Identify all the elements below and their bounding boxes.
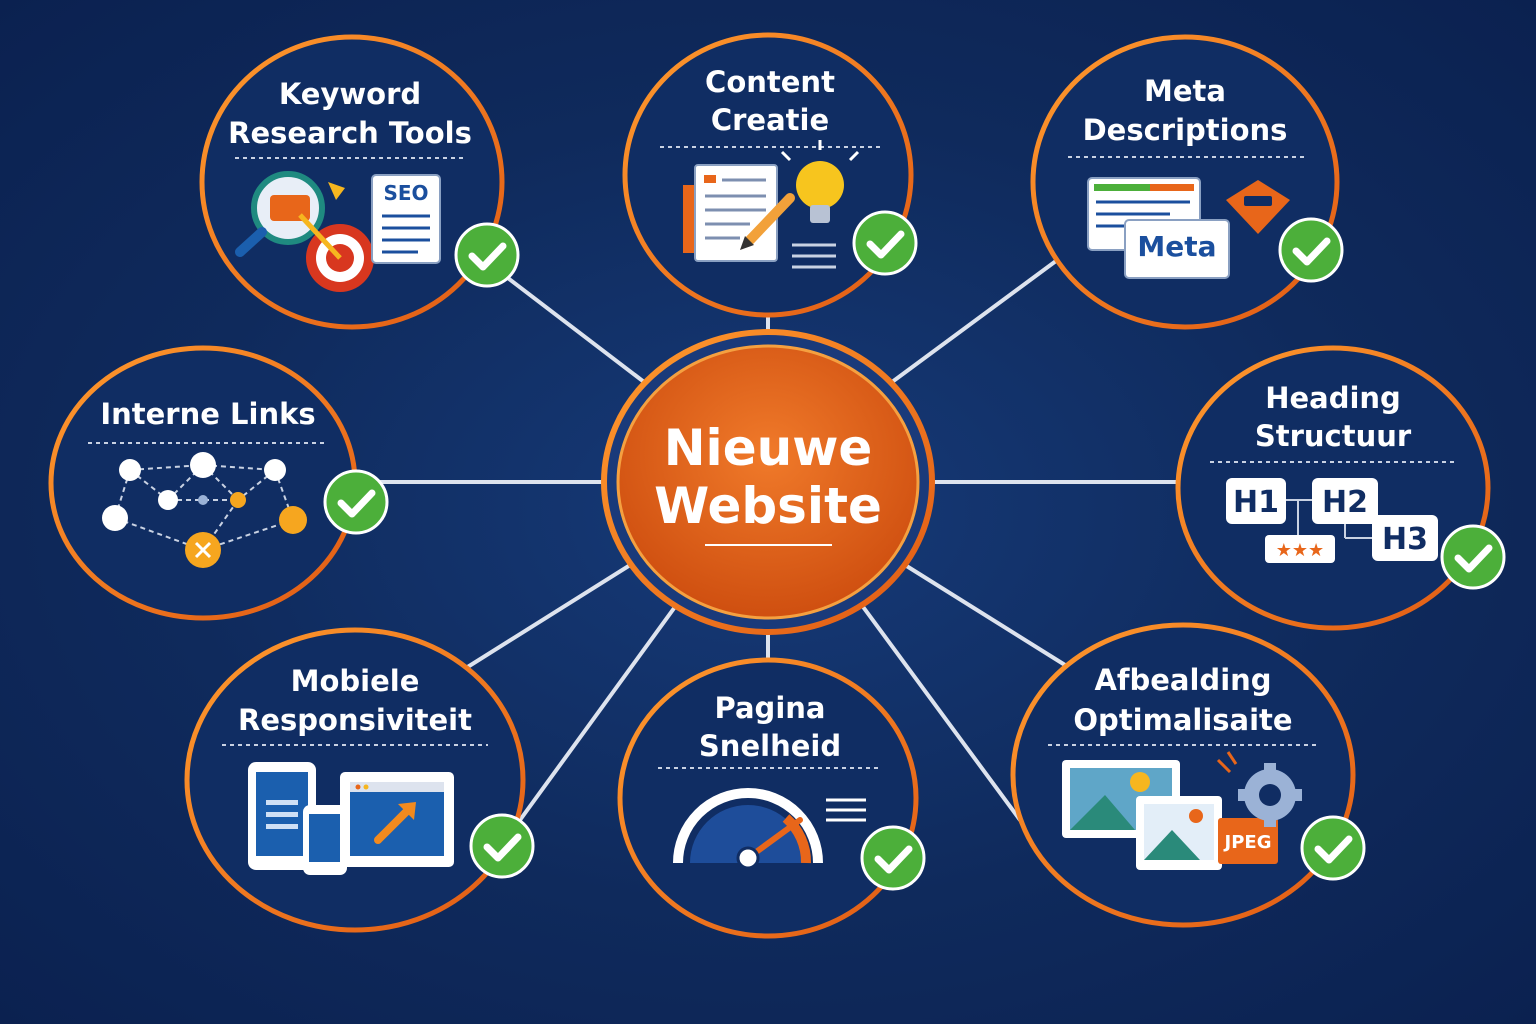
h2-label: H2 — [1322, 485, 1368, 520]
check-icon — [852, 210, 918, 276]
jpeg-badge-icon: JPEG — [1218, 818, 1278, 864]
tag-icon — [1226, 180, 1290, 234]
node-title: Structuur — [1255, 419, 1412, 453]
node-title: Descriptions — [1083, 113, 1288, 147]
phone-icon — [303, 805, 347, 875]
node-title: Afbealding — [1094, 663, 1271, 697]
connector-mobile-2 — [518, 598, 682, 822]
stars-label: ★★★ — [1276, 540, 1324, 561]
check-icon — [1440, 524, 1506, 590]
node-title: Research Tools — [228, 116, 472, 150]
connector-meta — [886, 256, 1062, 387]
check-icon — [454, 222, 520, 288]
node-title: Creatie — [711, 103, 829, 137]
node-mobiele-responsiviteit: Mobiele Responsiviteit — [184, 627, 535, 933]
node-meta-descriptions: Meta Descriptions Meta — [1030, 34, 1344, 330]
check-icon — [323, 469, 389, 535]
node-content-creatie: Content Creatie — [622, 32, 918, 318]
document-icon: SEO — [371, 174, 441, 264]
heading-icon: H1 H2 H3 ★★★ — [1226, 478, 1438, 563]
image-icon — [1136, 796, 1222, 870]
lightbulb-icon — [780, 140, 860, 269]
connector-image — [903, 563, 1067, 667]
node-title: Interne Links — [100, 397, 315, 431]
connector-image-2 — [856, 598, 1022, 822]
node-keyword-research: Keyword Research Tools SEO — [199, 34, 520, 330]
center-title-line2: Website — [654, 477, 882, 535]
node-title: Pagina — [715, 691, 826, 725]
jpeg-label: JPEG — [1223, 832, 1272, 853]
h3-label: H3 — [1382, 522, 1428, 557]
seo-badge: SEO — [383, 181, 428, 205]
node-title: Meta — [1144, 74, 1226, 108]
node-title: Content — [705, 65, 835, 99]
connector-mobile — [464, 560, 637, 670]
node-heading-structuur: Heading Structuur H1 H2 H3 ★★★ — [1175, 345, 1506, 631]
h1-label: H1 — [1233, 485, 1279, 520]
node-interne-links: Interne Links — [48, 345, 389, 621]
node-title: Heading — [1265, 381, 1401, 415]
check-icon — [1278, 217, 1344, 283]
meta-badge: Meta — [1137, 230, 1216, 263]
node-title: Snelheid — [699, 729, 841, 763]
pencil-icon — [740, 193, 795, 250]
tablet-icon — [248, 762, 316, 870]
connector-keyword — [498, 270, 650, 387]
node-title: Mobiele — [291, 664, 420, 698]
connectors — [348, 256, 1180, 822]
center-node: Nieuwe Website — [601, 329, 935, 635]
gear-icon — [1216, 751, 1302, 827]
check-icon — [1300, 815, 1366, 881]
document-icon: Meta — [1087, 177, 1230, 279]
node-title: Optimalisaite — [1073, 703, 1292, 737]
center-title-line1: Nieuwe — [664, 419, 873, 477]
node-pagina-snelheid: Pagina Snelheid — [617, 657, 926, 939]
laptop-icon — [340, 772, 454, 867]
speedometer-icon — [673, 788, 866, 870]
check-icon — [469, 813, 535, 879]
network-nodes — [102, 452, 307, 568]
target-icon — [298, 182, 374, 292]
magnifier-icon — [235, 171, 325, 257]
check-icon — [860, 825, 926, 891]
node-title: Keyword — [279, 77, 421, 111]
node-afbealding-optimalisaite: Afbealding Optimalisaite JPEG — [1010, 622, 1366, 928]
document-icon — [683, 164, 778, 262]
node-title: Responsiviteit — [238, 703, 472, 737]
